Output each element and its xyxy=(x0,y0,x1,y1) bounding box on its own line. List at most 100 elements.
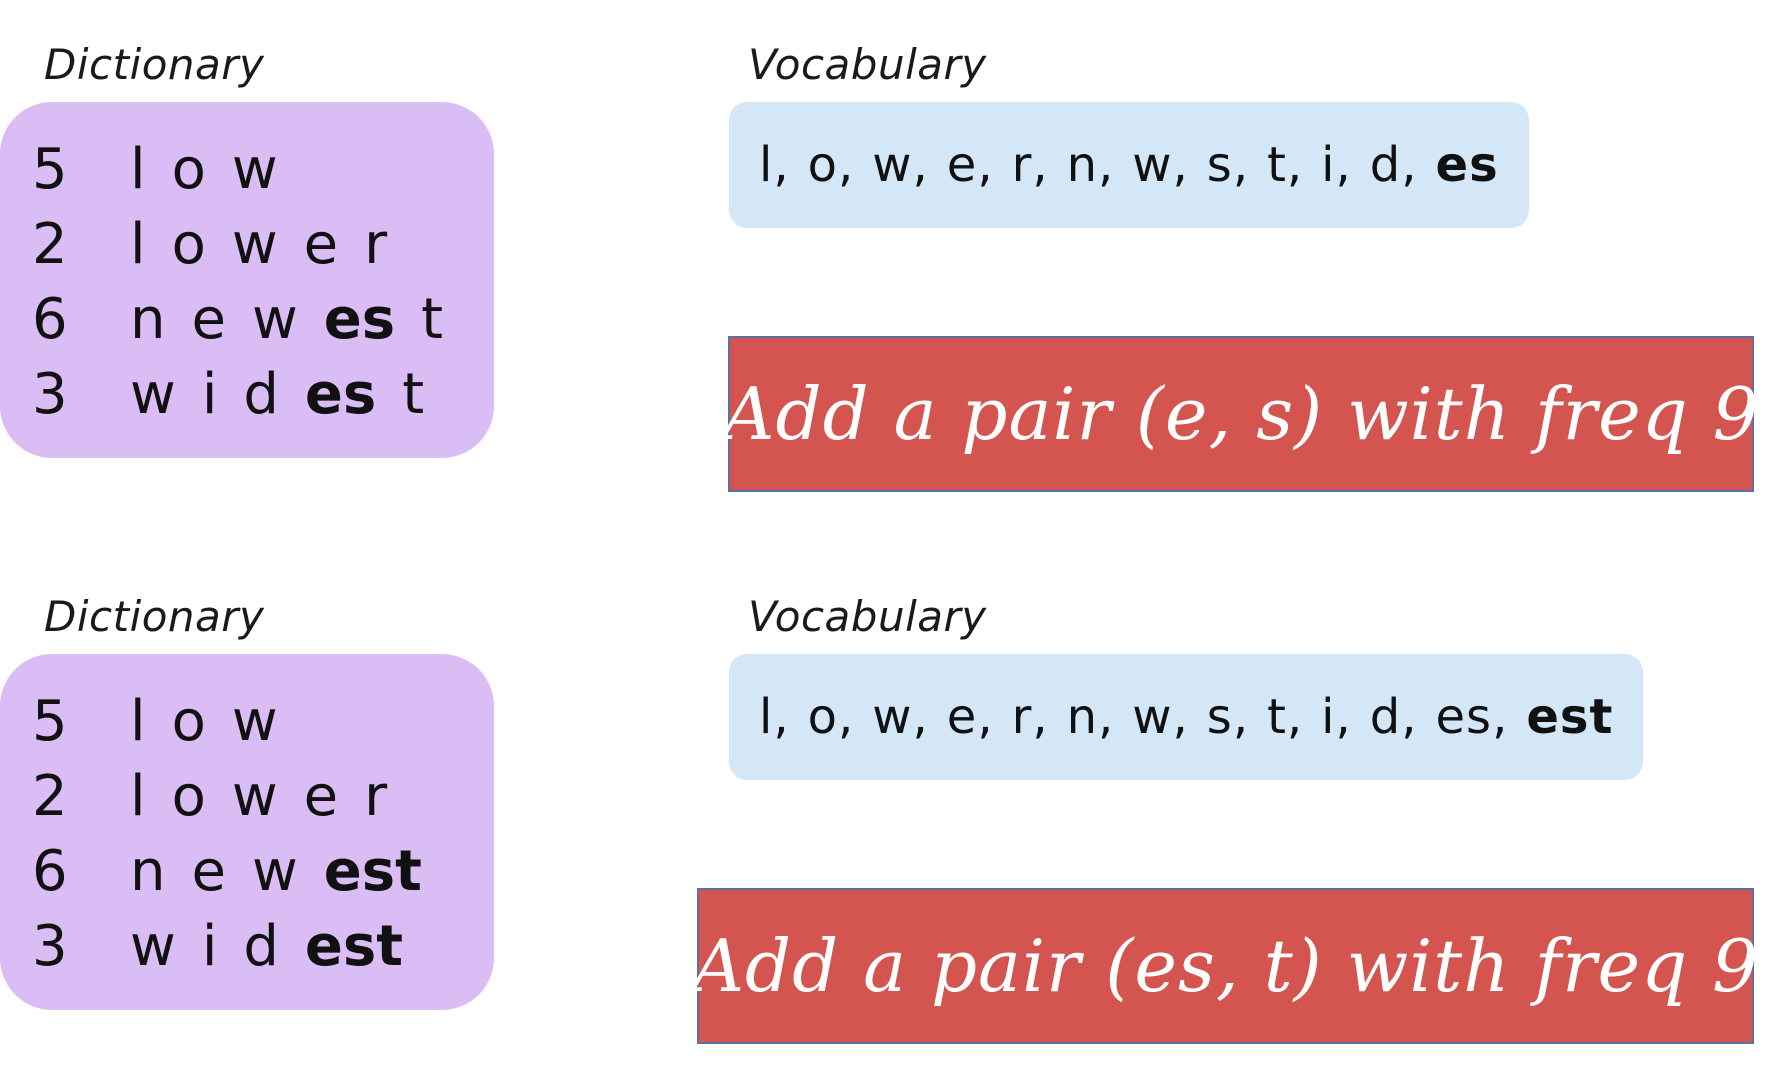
token: w xyxy=(231,689,278,754)
vocab-separator: , xyxy=(1232,137,1250,193)
token: e xyxy=(303,764,339,829)
word-frequency: 6 xyxy=(32,287,68,352)
vocab-item: w xyxy=(872,137,913,193)
token: r xyxy=(364,212,388,277)
vocab-separator: , xyxy=(773,689,790,745)
vocabulary-label: Vocabulary xyxy=(748,592,987,641)
vocab-item: es xyxy=(1435,689,1493,745)
merged-token: est xyxy=(323,839,422,904)
vocab-item: d xyxy=(1369,689,1402,745)
vocab-item: r xyxy=(1011,137,1033,193)
token: w xyxy=(231,212,278,277)
word-frequency: 6 xyxy=(32,839,68,904)
token: e xyxy=(191,839,226,904)
token: d xyxy=(243,362,279,427)
vocab-item: w xyxy=(872,689,913,745)
vocab-separator: , xyxy=(1401,689,1418,745)
token: o xyxy=(171,764,206,829)
vocab-item: w xyxy=(1132,137,1173,193)
word-frequency: 2 xyxy=(32,212,68,277)
token: i xyxy=(201,914,218,979)
token: o xyxy=(171,689,206,754)
vocab-separator: , xyxy=(773,137,790,193)
token: l xyxy=(130,689,146,754)
token: w xyxy=(231,137,278,202)
token: e xyxy=(191,287,226,352)
dictionary-label: Dictionary xyxy=(44,40,265,89)
token: l xyxy=(130,212,146,277)
vocab-separator: , xyxy=(912,689,929,745)
word-frequency: 5 xyxy=(32,689,68,754)
vocab-item: t xyxy=(1267,689,1287,745)
vocab-item: e xyxy=(946,689,978,745)
token: w xyxy=(251,839,298,904)
token: w xyxy=(130,362,176,427)
vocab-separator: , xyxy=(1492,689,1509,745)
merged-token: es xyxy=(304,362,377,427)
vocab-separator: , xyxy=(1032,137,1049,193)
vocab-item: l xyxy=(759,137,774,193)
token: d xyxy=(243,914,279,979)
vocab-separator: , xyxy=(1172,689,1189,745)
word-frequency: 5 xyxy=(32,137,68,202)
merge-action-banner: Add a pair (e, s) with freq 9 xyxy=(723,336,1758,492)
token: e xyxy=(303,212,339,277)
merged-token: est xyxy=(304,914,404,979)
vocab-item: i xyxy=(1321,689,1336,745)
vocabulary-box: l,o,w,e,r,n,w,s,t,i,d,es,est xyxy=(729,654,1644,780)
word-frequency: 2 xyxy=(32,764,68,829)
token: t xyxy=(402,362,425,427)
vocab-item: l xyxy=(759,689,774,745)
token: w xyxy=(231,764,278,829)
token: t xyxy=(421,287,444,352)
vocab-item: s xyxy=(1206,137,1233,193)
token: w xyxy=(251,287,298,352)
token: r xyxy=(364,764,388,829)
vocab-separator: , xyxy=(1335,689,1352,745)
word-frequency: 3 xyxy=(32,914,68,979)
vocab-separator: , xyxy=(837,689,855,745)
dictionary-label: Dictionary xyxy=(44,592,265,641)
vocab-item: n xyxy=(1066,137,1098,193)
vocab-item: s xyxy=(1206,689,1233,745)
vocab-item: i xyxy=(1321,137,1336,193)
vocab-item: d xyxy=(1369,137,1402,193)
vocab-item: n xyxy=(1066,689,1098,745)
vocab-separator: , xyxy=(1286,137,1304,193)
vocab-separator: , xyxy=(977,689,994,745)
vocab-item: e xyxy=(946,137,978,193)
vocab-item: t xyxy=(1267,137,1287,193)
vocab-new-item: es xyxy=(1435,137,1499,193)
vocab-separator: , xyxy=(1232,689,1250,745)
vocab-item: w xyxy=(1132,689,1173,745)
vocab-separator: , xyxy=(1098,137,1115,193)
vocab-separator: , xyxy=(1286,689,1304,745)
token: o xyxy=(171,212,206,277)
word-frequency: 3 xyxy=(32,362,68,427)
token: o xyxy=(171,137,206,202)
vocab-separator: , xyxy=(1335,137,1352,193)
vocab-separator: , xyxy=(912,137,929,193)
vocab-item: r xyxy=(1011,689,1033,745)
token: l xyxy=(130,764,146,829)
vocab-item: o xyxy=(807,689,838,745)
